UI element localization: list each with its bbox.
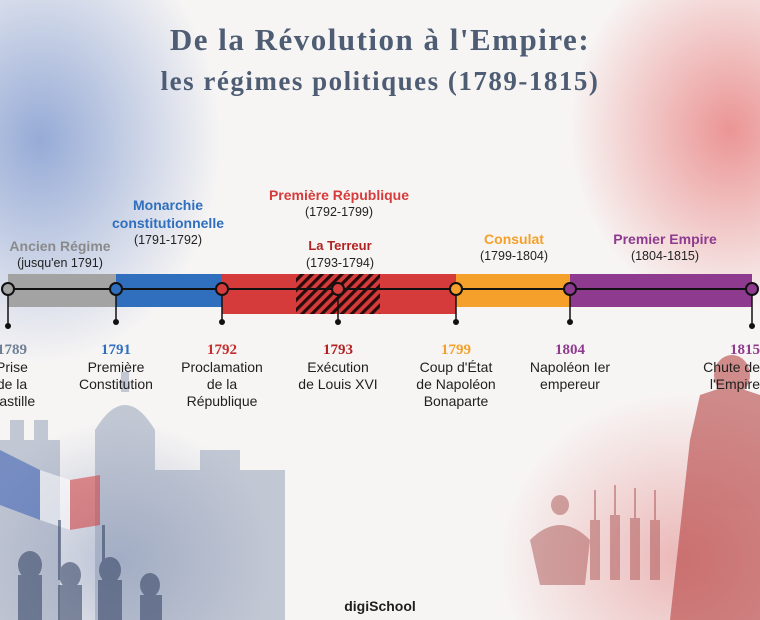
regime-dates: (jusqu'en 1791) [17, 256, 103, 270]
event-1791: 1791 Première Constitution [68, 341, 164, 393]
regime-dates: (1793-1794) [305, 256, 375, 270]
event-line: de Napoléon [416, 376, 496, 392]
event-year: 1799 [441, 342, 471, 358]
regime-name-line1: Monarchie [132, 197, 203, 213]
regime-ancien: Ancien Régime (jusqu'en 1791) [2, 237, 118, 271]
regime-name: Premier Empire [613, 231, 717, 247]
regime-empire: Premier Empire (1804-1815) [590, 230, 740, 264]
event-year: 1789 [0, 342, 27, 358]
event-year: 1815 [730, 342, 760, 358]
regime-dates: (1799-1804) [479, 249, 549, 263]
regime-dates: (1792-1799) [304, 205, 374, 219]
regime-consulat: Consulat (1799-1804) [455, 230, 573, 264]
napoleon-silhouette [670, 355, 760, 620]
event-line: Bonaparte [423, 393, 489, 409]
regime-monarchie: Monarchie constitutionnelle (1791-1792) [100, 196, 236, 248]
event-line: Prise [0, 359, 28, 375]
node-1789 [1, 282, 15, 296]
event-line: Première [87, 359, 145, 375]
regime-name: La Terreur [308, 238, 372, 253]
event-line: République [186, 393, 258, 409]
event-line: Napoléon Ier [529, 359, 611, 375]
event-1815: 1815 Chute de l'Empire [694, 341, 760, 393]
regime-name: Ancien Régime [9, 238, 111, 254]
node-1792 [215, 282, 229, 296]
event-line: Coup d'État [419, 359, 493, 375]
node-1804 [563, 282, 577, 296]
event-line: de la [0, 376, 28, 392]
event-line: Bastille [0, 393, 36, 409]
event-1793: 1793 Exécution de Louis XVI [288, 341, 388, 393]
event-year: 1804 [555, 342, 585, 358]
node-1793 [331, 282, 345, 296]
event-year: 1793 [323, 342, 353, 358]
segment-monarchie [116, 274, 222, 307]
segment-consulat [456, 274, 570, 307]
regime-republique: Première République (1792-1799) [246, 186, 432, 220]
event-1804: 1804 Napoléon Ier empereur [520, 341, 620, 393]
subtitle: les régimes politiques (1789-1815) [160, 66, 600, 96]
soldiers-silhouette [530, 485, 660, 585]
event-year: 1792 [207, 342, 237, 358]
event-line: Chute de [703, 359, 760, 375]
event-line: de la [206, 376, 238, 392]
main-title: De la Révolution à l'Empire: [169, 22, 591, 57]
regime-dates: (1804-1815) [630, 249, 700, 263]
segment-ancien-regime [8, 274, 116, 307]
event-year: 1791 [101, 342, 131, 358]
segment-empire [570, 274, 752, 307]
event-1799: 1799 Coup d'État de Napoléon Bonaparte [406, 341, 506, 410]
regime-name-line2: constitutionnelle [112, 215, 224, 231]
node-1791 [109, 282, 123, 296]
event-line: l'Empire [709, 376, 760, 392]
event-line: empereur [540, 376, 600, 392]
node-1799 [449, 282, 463, 296]
event-line: Exécution [307, 359, 369, 375]
flag-shape [0, 450, 100, 530]
regime-name: Première République [268, 187, 410, 203]
regime-name: Consulat [484, 231, 544, 247]
event-line: Constitution [79, 376, 153, 392]
event-1789: 1789 Prise de la Bastille [0, 341, 36, 410]
regime-dates: (1791-1792) [133, 233, 203, 247]
node-1815 [745, 282, 759, 296]
event-line: Proclamation [181, 359, 263, 375]
event-1792: 1792 Proclamation de la République [170, 341, 274, 410]
crowd-silhouette [18, 520, 162, 620]
brand-logo: digiSchool [344, 598, 416, 614]
event-line: de Louis XVI [298, 376, 378, 392]
regime-terreur: La Terreur (1793-1794) [280, 237, 400, 271]
